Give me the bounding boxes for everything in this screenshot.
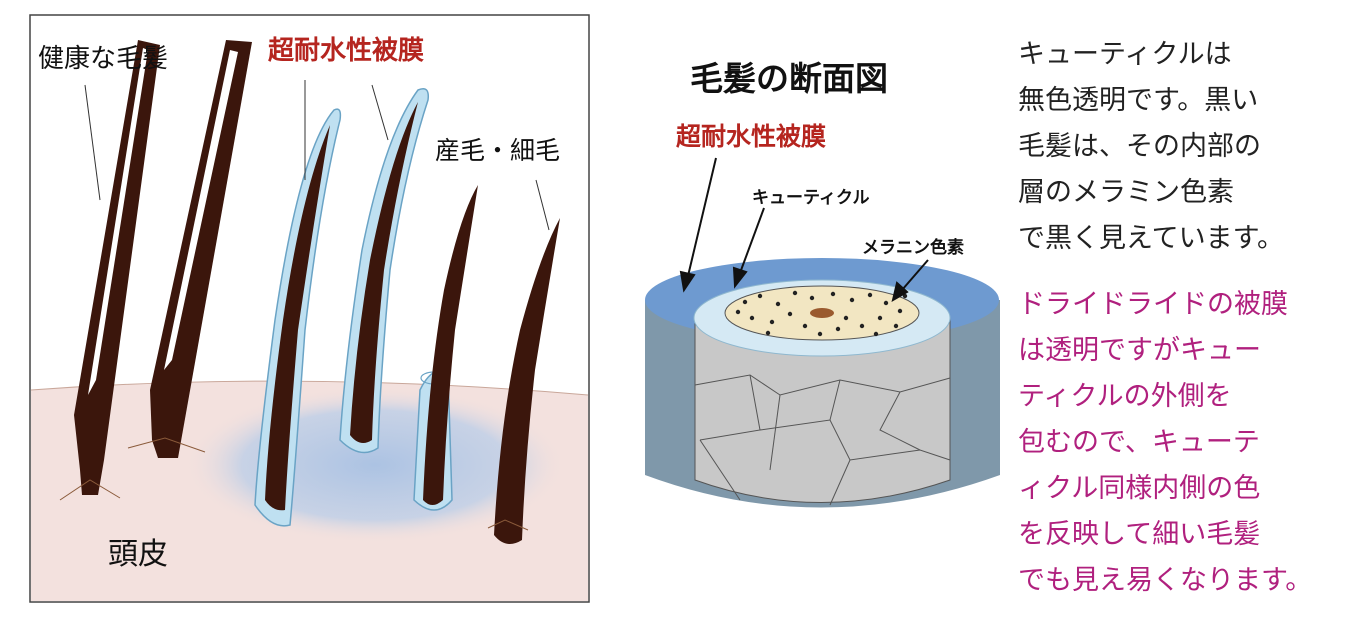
text-line: キューティクルは <box>1018 39 1232 70</box>
text-line: ドライドライドの被膜 <box>1018 289 1288 320</box>
text-line: ィクル同様内側の色 <box>1018 473 1261 504</box>
center-core <box>810 308 834 318</box>
hair-cross-section <box>645 157 1000 508</box>
fine-hair-1 <box>423 185 478 505</box>
healthy-hair-1 <box>59 40 160 501</box>
cortex-core <box>694 317 951 503</box>
text-line: でも見え易くなります。 <box>1018 565 1313 596</box>
text-line: で黒く見えています。 <box>1018 223 1284 254</box>
coating-label-right: 超耐水性被膜 <box>676 122 827 151</box>
text-line: 無色透明です。黒い <box>1018 85 1259 116</box>
melanin-label: メラニン色素 <box>862 238 964 258</box>
text-line: ティクルの外側を <box>1018 381 1232 412</box>
text-line: を反映して細い毛髪 <box>1018 519 1261 550</box>
melanin-dots <box>735 290 908 337</box>
coating-description: ドライドライドの被膜 は透明ですがキュー ティクルの外側を 包むので、キューテ … <box>1018 282 1312 604</box>
text-line: は透明ですがキュー <box>1018 335 1261 366</box>
fine-hair-2 <box>494 218 560 544</box>
coated-hair-1 <box>254 108 342 527</box>
text-line: 包むので、キューテ <box>1018 427 1260 458</box>
cross-section-title: 毛髪の断面図 <box>690 59 888 98</box>
cuticle-label: キューティクル <box>752 188 870 208</box>
scalp-label: 頭皮 <box>108 537 168 572</box>
coating-label-left: 超耐水性被膜 <box>268 36 425 66</box>
fine-hair-label: 産毛・細毛 <box>435 136 561 165</box>
coated-hair-2 <box>339 88 430 454</box>
text-line: 毛髪は、その内部の <box>1018 131 1261 162</box>
healthy-hair-2 <box>127 40 252 458</box>
text-line: 層のメラミン色素 <box>1018 177 1234 208</box>
hair-scalp-illustration <box>29 14 590 603</box>
healthy-hair-label: 健康な毛髪 <box>38 44 169 74</box>
cuticle-description: キューティクルは 無色透明です。黒い 毛髪は、その内部の 層のメラミン色素 で黒… <box>1018 32 1284 262</box>
